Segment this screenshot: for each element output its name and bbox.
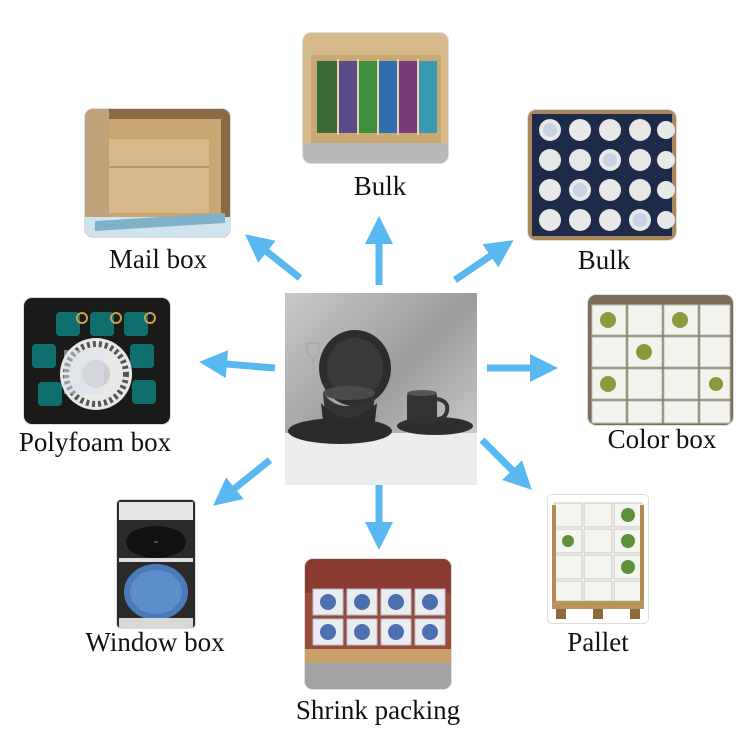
color-box-photo-frame (588, 295, 733, 425)
polyfoam-box-label: Polyfoam box (18, 427, 172, 457)
shrink-packing-photo-frame (305, 559, 451, 689)
bulk-top-photo (303, 33, 448, 163)
polyfoam-box-photo-frame (24, 298, 170, 424)
arrow-to-window-box (213, 457, 273, 506)
color-box-photo (588, 295, 733, 425)
mail-box-photo-frame (85, 109, 230, 237)
pallet-photo-frame (548, 495, 648, 623)
arrow-to-mail-box (245, 234, 303, 281)
arrow-to-pallet (479, 437, 532, 490)
shrink-packing-label: Shrink packing (295, 695, 461, 725)
polyfoam-box-photo (24, 298, 170, 424)
bulk-right-label: Bulk (577, 245, 631, 275)
pallet-label: Pallet (567, 627, 629, 657)
window-box-photo-frame: ~ (117, 500, 195, 628)
window-box-label: Window box (85, 627, 225, 657)
bulk-top-label: Bulk (353, 171, 407, 201)
mail-box-photo (85, 109, 230, 237)
window-box-photo: ~ (117, 500, 195, 628)
arrow-to-bulk-right (453, 240, 514, 283)
bulk-right-photo (528, 110, 676, 240)
center-product-photo (285, 293, 477, 485)
color-box-label: Color box (607, 424, 717, 454)
mail-box-label: Mail box (108, 244, 208, 274)
bulk-plates-photo (303, 33, 448, 163)
pallet-photo (548, 495, 648, 623)
black-dinnerware-set-photo (285, 293, 477, 485)
shrink-packing-photo (305, 559, 451, 689)
svg-text:~: ~ (153, 539, 158, 546)
bulk-mugs-photo (528, 110, 676, 240)
arrow-to-polyfoam-box (199, 350, 276, 379)
